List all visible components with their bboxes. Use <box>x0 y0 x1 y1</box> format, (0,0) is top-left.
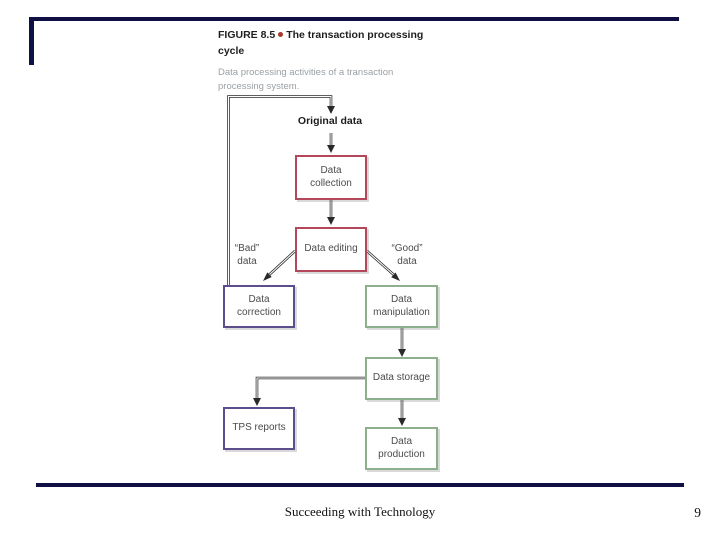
node-data-editing: Data editing <box>295 227 367 272</box>
flowchart: Original data Data collection Data editi… <box>218 88 446 473</box>
footer-accent-line <box>36 483 684 487</box>
edge-label-good-data: “Good” data <box>391 243 423 267</box>
top-accent-line <box>30 17 679 21</box>
node-data-manipulation: Data manipulation <box>365 285 438 328</box>
figure-label: FIGURE 8.5 <box>218 29 276 41</box>
node-tps-reports: TPS reports <box>223 407 295 450</box>
red-bullet-icon <box>278 31 284 37</box>
node-data-production: Data production <box>365 427 438 470</box>
footer-title: Succeeding with Technology <box>284 504 436 519</box>
page-number: 9 <box>694 505 701 520</box>
node-data-storage: Data storage <box>365 357 438 400</box>
figure-title-text: The transaction processing cycle <box>218 29 424 57</box>
left-accent-bar <box>29 17 34 65</box>
node-data-collection: Data collection <box>295 155 367 200</box>
flowchart-connectors <box>227 95 406 426</box>
edge-label-bad-data: “Bad” data <box>234 243 260 267</box>
node-data-correction: Data correction <box>223 285 295 328</box>
figure-caption: Data processing activities of a transact… <box>218 67 394 92</box>
node-original-data: Original data <box>297 115 363 127</box>
